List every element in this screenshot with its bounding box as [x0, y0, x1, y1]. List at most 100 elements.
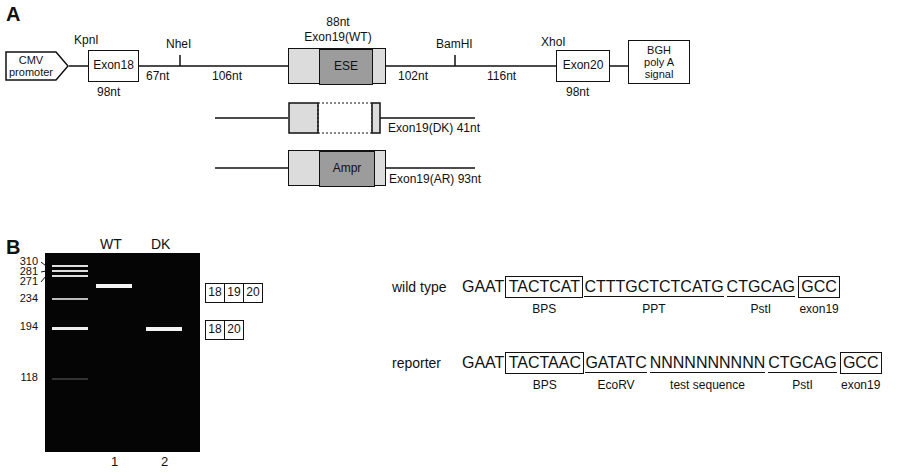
- product-cell: 18: [205, 283, 225, 303]
- intron-line: [386, 167, 475, 169]
- promoter-arrow: CMV promoter: [5, 51, 69, 81]
- leader-line: [41, 276, 46, 282]
- marker-band: [52, 298, 88, 300]
- exon-box: Exon18: [88, 50, 139, 82]
- length-label: 98nt: [566, 86, 589, 100]
- sequence-text: CTGCAG: [768, 354, 836, 373]
- exon-box: 88ntExon19(WT)ESE: [288, 48, 386, 84]
- amp-box: Ampr: [319, 151, 375, 187]
- exon-piece: [372, 103, 380, 133]
- node-text: TACTCAT: [509, 278, 580, 296]
- sequence-text: GATATC: [585, 354, 646, 373]
- sequence-text: NNNNNNNNNN: [650, 354, 766, 373]
- site-name: NheI: [166, 38, 191, 52]
- element-name: exon19: [799, 303, 838, 317]
- site-name: KpnI: [74, 34, 99, 48]
- element-name: EcoRV: [597, 379, 634, 393]
- ese-box: ESE: [319, 49, 373, 85]
- site-tick: [454, 55, 456, 66]
- product-cell: 19: [224, 283, 244, 303]
- intron-line: [610, 65, 628, 67]
- node-heading: Exon19(DK) 41nt: [388, 122, 480, 136]
- node-text: 19: [227, 286, 240, 300]
- panel-letter: A: [6, 3, 20, 26]
- intron-line: [386, 65, 556, 67]
- node-text: 18: [208, 286, 221, 300]
- node-heading: Exon19(WT): [304, 31, 371, 45]
- intron-line: [69, 65, 88, 67]
- row-name: reporter: [392, 355, 441, 371]
- gel-band: [96, 284, 132, 288]
- product-cell: 18: [205, 320, 225, 340]
- site-name: BamHI: [436, 38, 473, 52]
- exon-piece: [318, 103, 372, 133]
- panel-letter: B: [6, 236, 20, 259]
- marker-band: [52, 378, 88, 380]
- node-text: TACTAAC: [509, 354, 581, 372]
- node-text: GCC: [843, 354, 879, 372]
- length-label: 102nt: [398, 70, 428, 84]
- node-text: ESE: [334, 60, 358, 74]
- marker-band: [52, 265, 88, 267]
- lane-name: WT: [100, 236, 122, 252]
- size-marker: 194: [20, 320, 38, 333]
- length-label: 98nt: [97, 86, 120, 100]
- node-text: GCC: [801, 278, 837, 296]
- length-label: 106nt: [212, 70, 242, 84]
- node-text: Exon20: [563, 59, 604, 73]
- sequence-text: GAAT: [462, 278, 504, 296]
- size-marker: 118: [20, 371, 38, 384]
- marker-band: [52, 327, 88, 330]
- node-text: Exon18: [93, 59, 134, 73]
- sequence-text: GAAT: [462, 354, 504, 372]
- node-text: CMV promoter: [8, 54, 54, 78]
- row-name: wild type: [392, 279, 446, 295]
- element-name: test sequence: [670, 379, 745, 393]
- site-tick: [179, 55, 181, 66]
- element-name: PPT: [642, 303, 665, 317]
- size-marker: 234: [20, 292, 38, 305]
- product-cell: 20: [243, 283, 263, 303]
- exon-box: Exon20: [556, 50, 610, 82]
- lane-number: 2: [161, 455, 168, 470]
- element-name: exon19: [841, 379, 880, 393]
- element-name: PstI: [751, 303, 772, 317]
- node-text: BGH poly A signal: [638, 44, 680, 80]
- sequence-text: CTTTGCTCTCATG: [584, 278, 723, 297]
- node-heading: Exon19(AR) 93nt: [389, 173, 481, 187]
- sequence-box: GCC: [798, 276, 840, 298]
- node-text: 18: [208, 323, 221, 337]
- deleted-exon: Exon19(DK) 41nt: [288, 102, 386, 134]
- exon-box: Exon19(AR) 93ntAmpr: [288, 150, 386, 186]
- intron-line: [215, 117, 288, 119]
- size-marker: 271: [20, 275, 38, 288]
- leader-line: [41, 271, 46, 272]
- promoter-arrow-shape: [6, 52, 68, 80]
- gel-band: [146, 327, 182, 331]
- node-text: 20: [227, 323, 240, 337]
- deleted-exon-outline: [288, 102, 386, 134]
- marker-band: [52, 275, 88, 277]
- node-heading: 88nt: [326, 16, 349, 30]
- lane-name: DK: [151, 236, 170, 252]
- leader-line: [41, 262, 46, 266]
- polya-box: BGH poly A signal: [628, 40, 690, 84]
- gel-image: [45, 253, 200, 452]
- lane-number: 1: [111, 455, 118, 470]
- element-name: BPS: [532, 303, 556, 317]
- marker-band: [52, 270, 88, 272]
- exon-piece: [289, 103, 318, 133]
- intron-line: [380, 117, 475, 119]
- product-cell: 20: [224, 320, 244, 340]
- length-label: 67nt: [146, 70, 169, 84]
- element-name: PstI: [792, 379, 813, 393]
- sequence-box: TACTAAC: [505, 352, 584, 374]
- intron-line: [215, 167, 288, 169]
- intron-line: [139, 65, 288, 67]
- sequence-text: CTGCAG: [727, 278, 795, 297]
- length-label: 116nt: [487, 70, 516, 84]
- sequence-box: TACTCAT: [505, 276, 583, 298]
- sequence-box: GCC: [840, 352, 882, 374]
- node-text: Ampr: [333, 162, 362, 176]
- element-name: BPS: [533, 379, 557, 393]
